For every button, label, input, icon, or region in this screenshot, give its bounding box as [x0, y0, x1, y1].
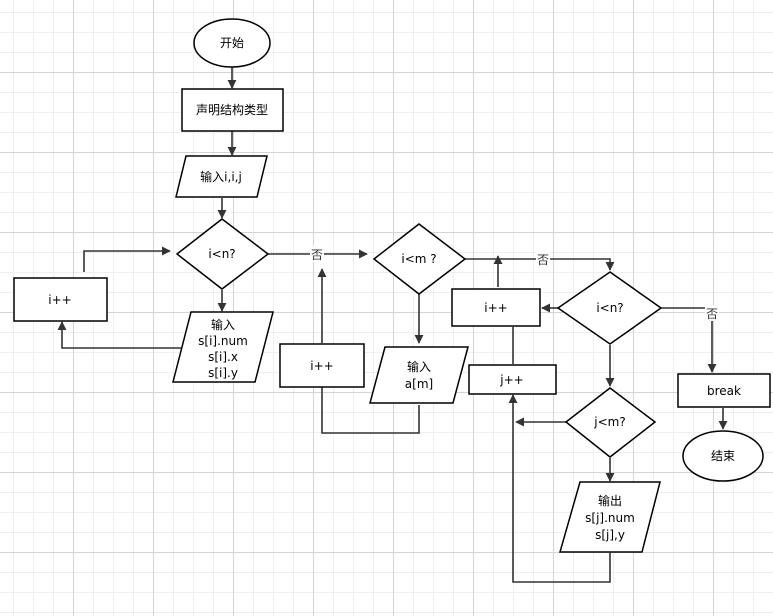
node-incr-i-mid[interactable]: i++	[279, 343, 365, 388]
node-cond-i-lt-n-2-label: i<n?	[596, 301, 623, 315]
edges	[57, 67, 728, 583]
edge-label-no-2: 否	[537, 253, 549, 267]
edge-labels: 否 否 否	[310, 246, 719, 321]
node-start[interactable]: 开始	[193, 18, 271, 68]
node-cond-i-lt-m-label: i<m ?	[401, 252, 436, 266]
node-output-s-line1: 输出	[598, 493, 622, 508]
node-cond-i-lt-n-1[interactable]: i<n?	[175, 218, 270, 290]
node-declare-label: 声明结构类型	[196, 102, 268, 117]
node-cond-i-lt-n-1-label: i<n?	[208, 247, 235, 261]
node-input-s-line4: s[i].y	[208, 366, 238, 380]
edge-input-s-to-incr-left	[57, 321, 216, 349]
node-input-a[interactable]: 输入 a[m]	[369, 346, 469, 404]
node-cond-i-lt-n-2[interactable]: i<n?	[556, 271, 663, 345]
node-input-s-line2: s[i].num	[198, 334, 248, 348]
edge-cond3-no-to-break	[661, 307, 717, 373]
edge-label-no-1: 否	[311, 248, 323, 262]
node-break-label: break	[707, 384, 741, 398]
node-output-s-line2: s[j].num	[585, 511, 635, 525]
node-input-s-line1: 输入	[211, 317, 235, 332]
edge-cond2-no-to-cond3	[465, 258, 615, 271]
node-input-ij-label: 输入i,i,j	[200, 169, 242, 184]
edge-input-a-to-incr-mid	[321, 387, 420, 434]
edge-output-to-incr-j	[508, 394, 611, 583]
node-start-label: 开始	[220, 36, 244, 50]
node-incr-j[interactable]: j++	[468, 364, 557, 395]
node-input-a-line2: a[m]	[405, 377, 433, 391]
edge-label-no-3: 否	[706, 307, 718, 321]
node-incr-i-left[interactable]: i++	[13, 277, 108, 322]
node-incr-i-right-label: i++	[484, 301, 507, 315]
node-incr-i-left-label: i++	[48, 293, 71, 307]
node-output-s-line3: s[j],y	[595, 528, 625, 542]
node-declare[interactable]: 声明结构类型	[181, 88, 284, 132]
node-input-a-line1: 输入	[407, 359, 431, 374]
node-break[interactable]: break	[677, 373, 771, 408]
node-incr-i-mid-label: i++	[310, 359, 333, 373]
node-cond-j-lt-m-label: j<m?	[593, 415, 625, 429]
node-end-label: 结束	[711, 449, 735, 463]
node-cond-i-lt-m[interactable]: i<m ?	[372, 223, 467, 295]
node-cond-j-lt-m[interactable]: j<m?	[564, 387, 657, 458]
node-end[interactable]: 结束	[682, 430, 764, 482]
node-incr-i-right[interactable]: i++	[451, 288, 541, 327]
node-output-s[interactable]: 输出 s[j].num s[j],y	[559, 481, 661, 553]
node-incr-j-label: j++	[499, 373, 523, 387]
node-input-s-line3: s[i].x	[208, 350, 238, 364]
node-input-s[interactable]: 输入 s[i].num s[i].x s[i].y	[172, 311, 274, 383]
node-input-ij[interactable]: 输入i,i,j	[175, 155, 268, 198]
edge-incr-left-to-cond1	[83, 246, 171, 272]
